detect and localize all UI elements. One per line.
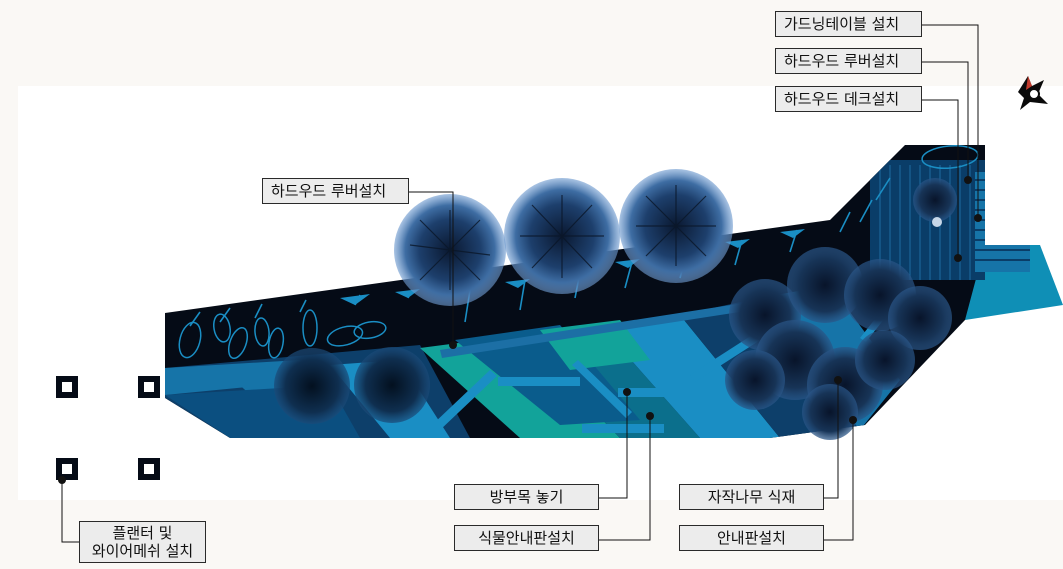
label-preservative-wood: 방부목 놓기 [454, 484, 599, 510]
label-plant-signboard: 식물안내판설치 [454, 525, 599, 551]
label-planter-wiremesh: 플랜터 및 와이어메쉬 설치 [79, 521, 206, 563]
label-signboard: 안내판설치 [679, 525, 824, 551]
label-planter-line2: 와이어메쉬 설치 [91, 542, 194, 560]
label-birch-planting: 자작나무 식재 [679, 484, 824, 510]
label-hardwood-deck: 하드우드 데크설치 [775, 86, 922, 112]
label-hardwood-louver-left: 하드우드 루버설치 [262, 178, 409, 204]
planter-boxes [56, 376, 160, 480]
label-gardening-table: 가드닝테이블 설치 [775, 11, 922, 37]
label-planter-line1: 플랜터 및 [112, 524, 173, 542]
label-hardwood-louver-right: 하드우드 루버설치 [775, 48, 922, 74]
compass-icon [1018, 76, 1048, 110]
